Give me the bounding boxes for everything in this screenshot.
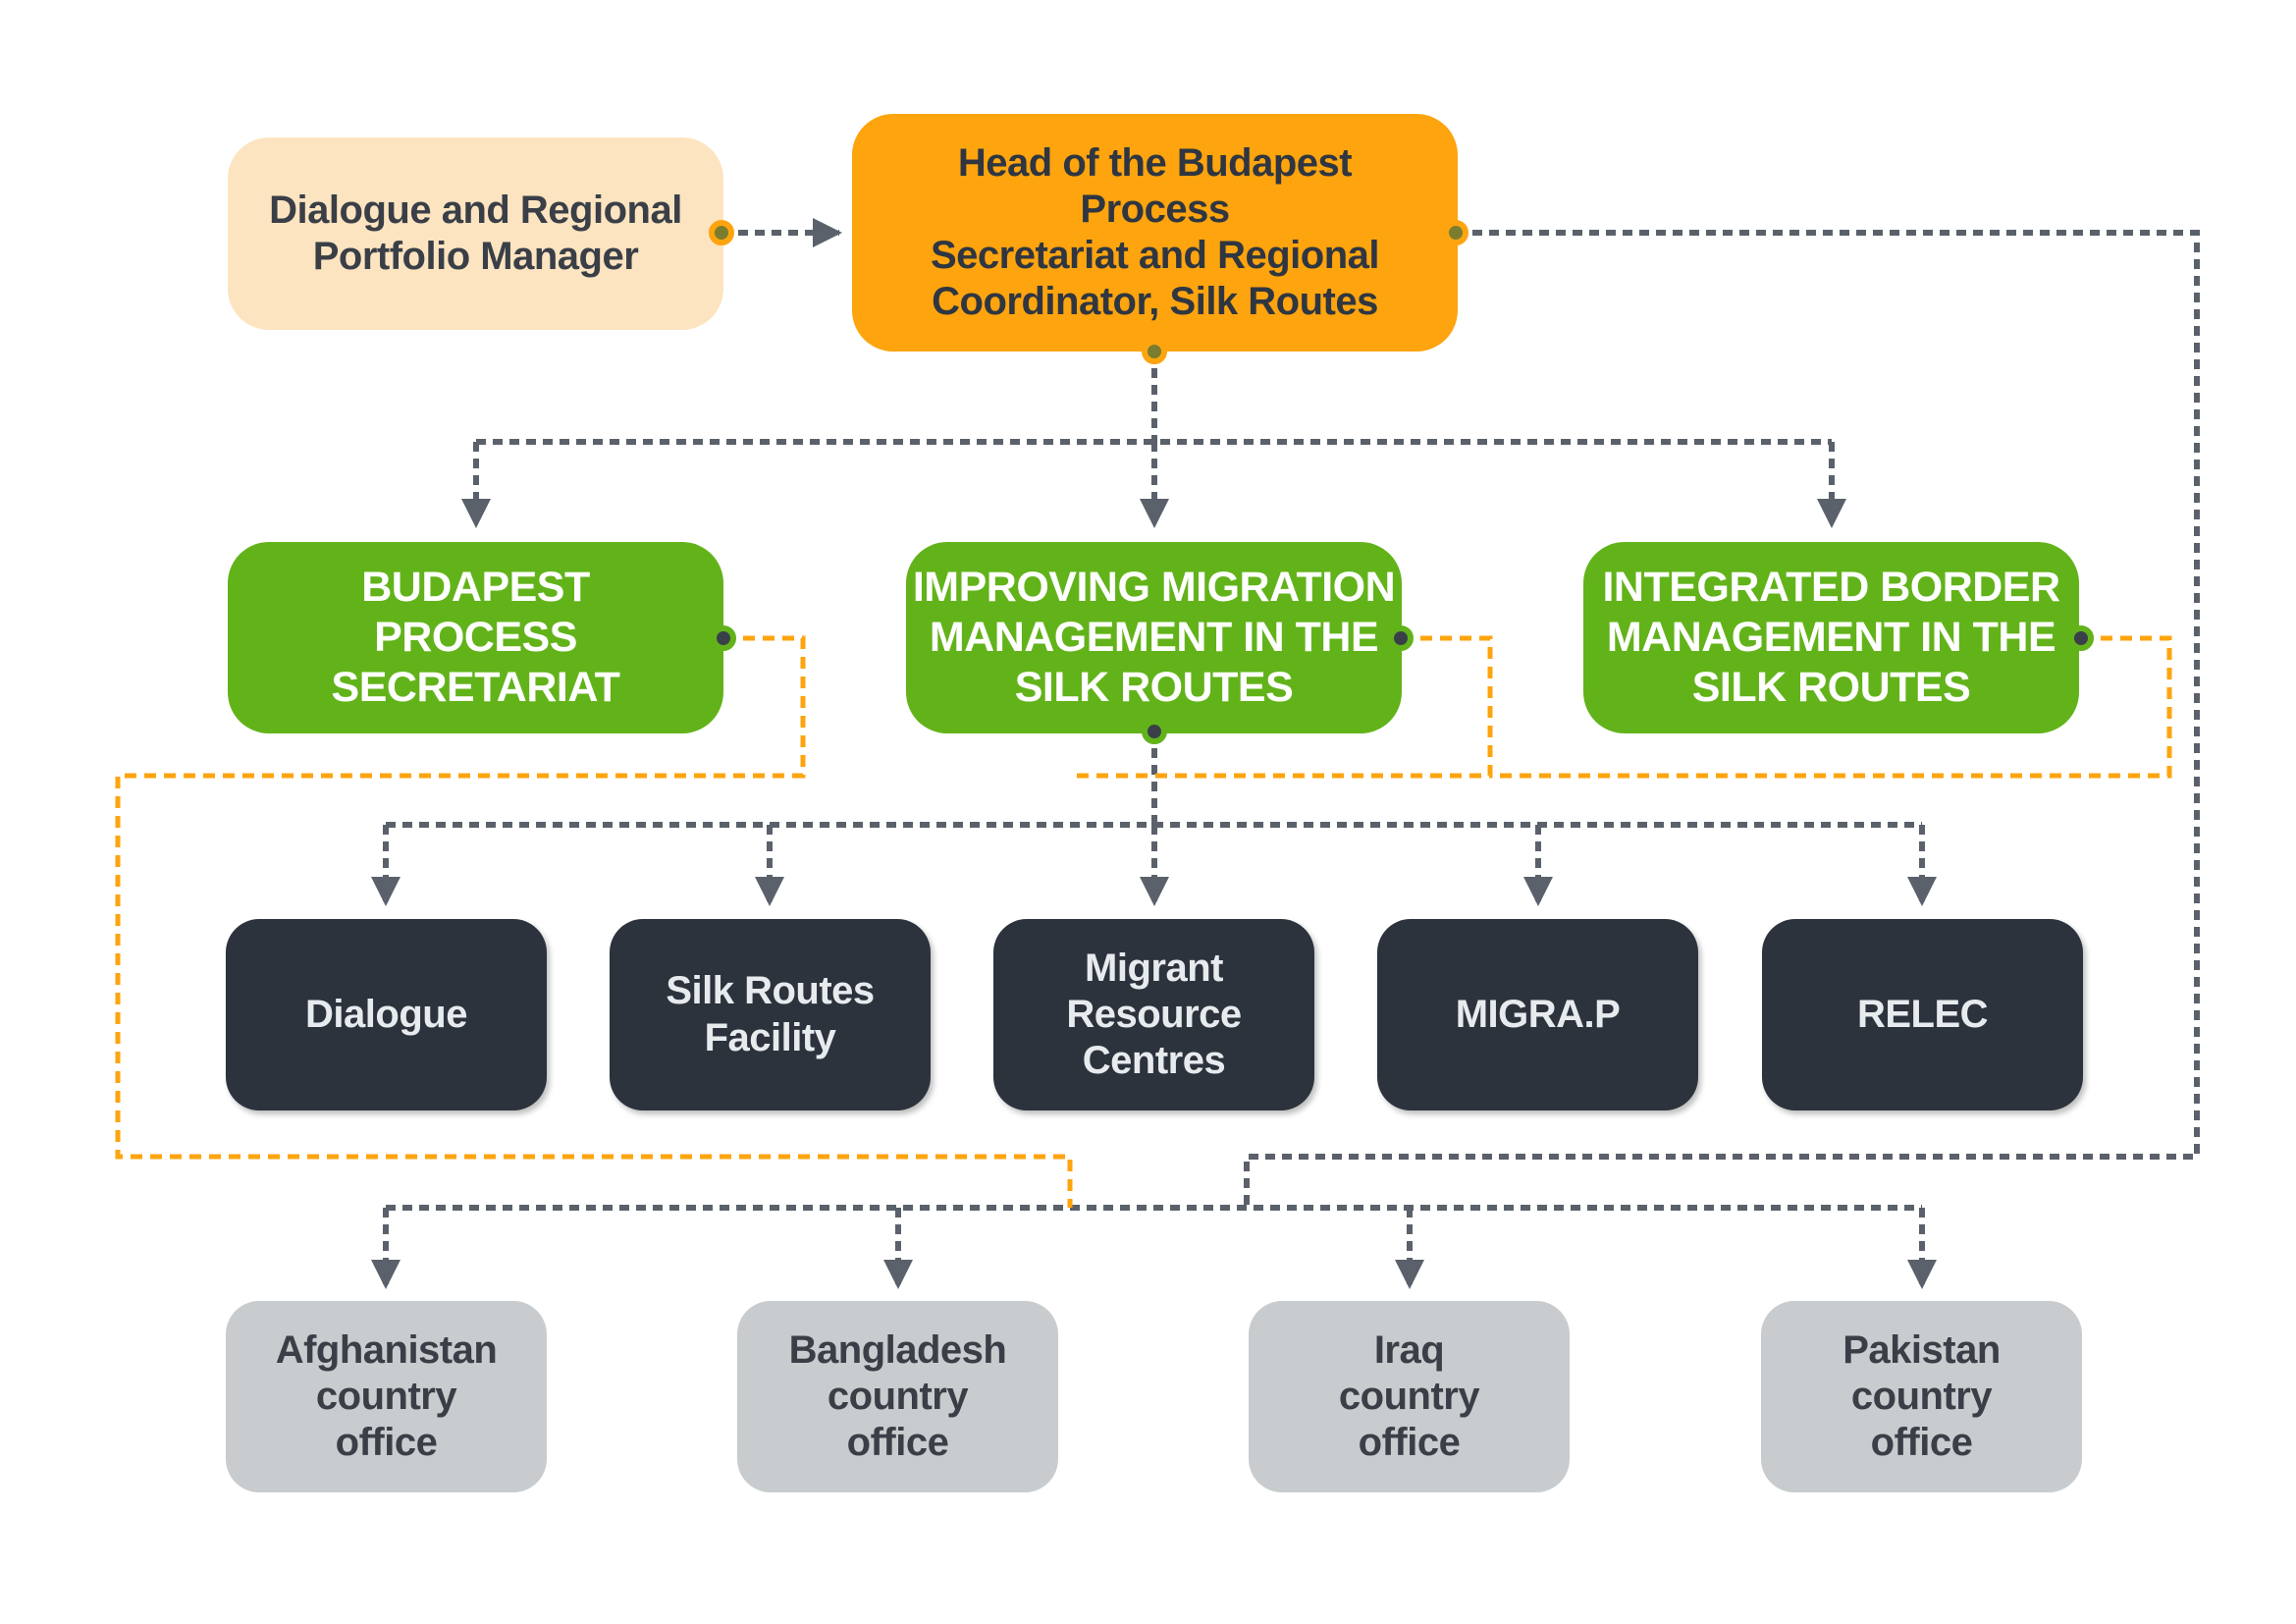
coordination-link-bps xyxy=(115,635,1073,1208)
project-migrant-resource-centres: Migrant Resource Centres xyxy=(993,919,1314,1110)
imm-bottom-connector-hub xyxy=(1142,719,1167,744)
programme-integrated-border-management: INTEGRATED BORDER MANAGEMENT IN THE SILK… xyxy=(1583,542,2079,733)
head-right-connector-hub xyxy=(1443,220,1468,245)
project-silk-routes-facility: Silk Routes Facility xyxy=(610,919,931,1110)
programme-improving-migration-management: IMPROVING MIGRATION MANAGEMENT IN THE SI… xyxy=(906,542,1402,733)
project-relec: RELEC xyxy=(1762,919,2083,1110)
head-of-secretariat-box: Head of the Budapest Process Secretariat… xyxy=(852,114,1458,352)
project-dialogue: Dialogue xyxy=(226,919,547,1110)
country-office-bangladesh: Bangladesh country office xyxy=(737,1301,1058,1492)
bps-connector-hub xyxy=(711,625,736,651)
country-office-afghanistan: Afghanistan country office xyxy=(226,1301,547,1492)
dialogue-regional-portfolio-manager-box: Dialogue and Regional Portfolio Manager xyxy=(228,137,723,330)
programme-budapest-process-secretariat: BUDAPEST PROCESS SECRETARIAT xyxy=(228,542,723,733)
country-office-iraq: Iraq country office xyxy=(1249,1301,1570,1492)
coordination-link-ibm xyxy=(1490,635,2172,779)
imm-right-connector-hub xyxy=(1388,625,1414,651)
coordination-link-imm xyxy=(1070,635,1493,779)
project-migra-p: MIGRA.P xyxy=(1377,919,1698,1110)
leader-connector-hub xyxy=(709,220,734,245)
head-bottom-connector-hub xyxy=(1142,339,1167,364)
country-office-pakistan: Pakistan country office xyxy=(1761,1301,2082,1492)
ibm-connector-hub xyxy=(2068,625,2094,651)
